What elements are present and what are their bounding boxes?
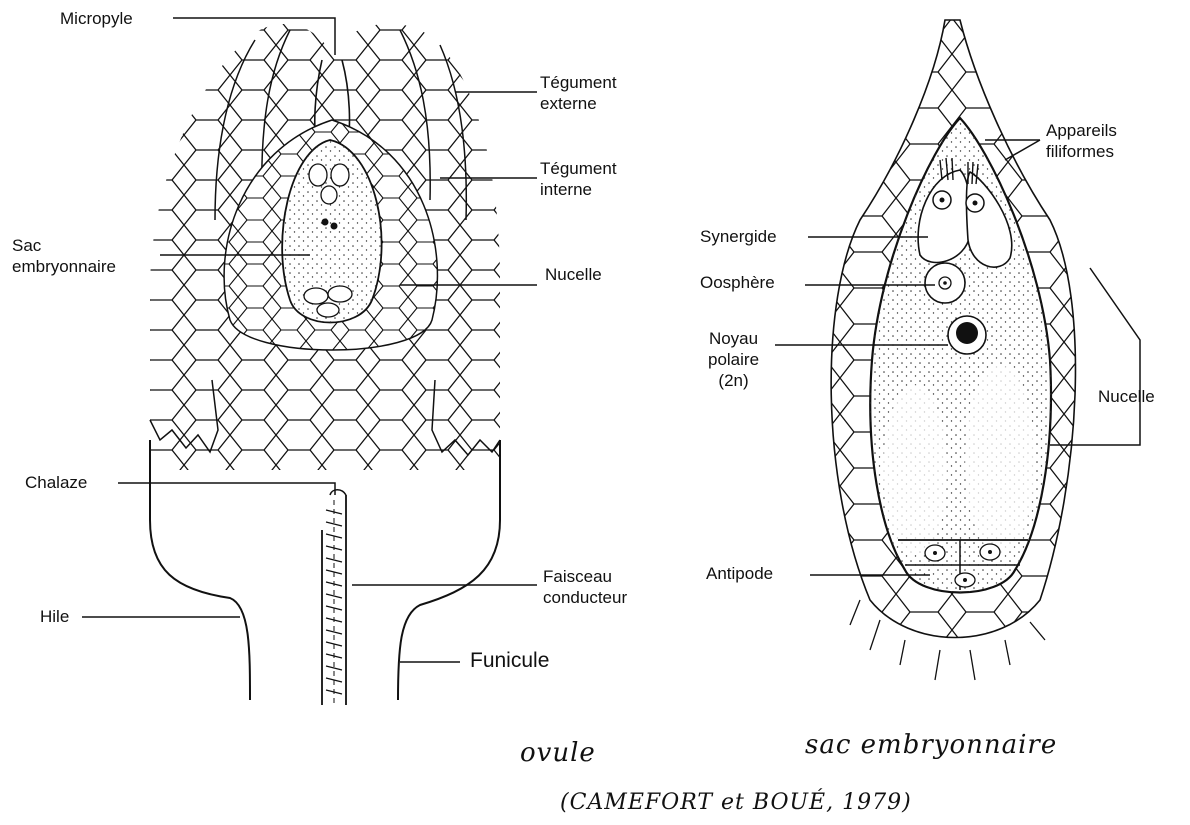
label-appareils-filiformes-line1: Appareils — [1046, 120, 1117, 141]
label-oosphere: Oosphère — [700, 272, 775, 293]
label-tegument-interne-line1: Tégument — [540, 158, 617, 179]
label-tegument-interne-line2: interne — [540, 179, 617, 200]
ovule-drawing — [82, 10, 537, 705]
label-funicule: Funicule — [470, 650, 549, 671]
caption-ovule: ovule — [520, 738, 596, 768]
noyau-polaire-cell — [948, 316, 986, 354]
label-synergide: Synergide — [700, 226, 777, 247]
oosphere-cell — [925, 263, 965, 303]
faisceau-conducteur-strand — [322, 490, 346, 705]
label-appareils-filiformes: Appareils filiformes — [1046, 120, 1117, 162]
caption-sac-embryonnaire: sac embryonnaire — [805, 730, 1057, 760]
sac-drawing — [775, 20, 1140, 680]
label-faisceau-conducteur: Faisceau conducteur — [543, 566, 627, 608]
label-sac-embryonnaire: Sac embryonnaire — [12, 235, 116, 277]
label-noyau-polaire-line1: Noyau — [708, 328, 759, 349]
label-tegument-externe: Tégument externe — [540, 72, 617, 114]
label-sac-embryonnaire-line1: Sac — [12, 235, 116, 256]
label-appareils-filiformes-line2: filiformes — [1046, 141, 1117, 162]
label-sac-embryonnaire-line2: embryonnaire — [12, 256, 116, 277]
label-nucelle-ovule: Nucelle — [545, 264, 602, 285]
label-tegument-externe-line1: Tégument — [540, 72, 617, 93]
label-noyau-polaire-line3: (2n) — [708, 370, 759, 391]
label-tegument-externe-line2: externe — [540, 93, 617, 114]
label-tegument-interne: Tégument interne — [540, 158, 617, 200]
label-antipode: Antipode — [706, 563, 773, 584]
label-noyau-polaire: Noyau polaire (2n) — [708, 328, 759, 391]
label-micropyle: Micropyle — [60, 8, 133, 29]
label-noyau-polaire-line2: polaire — [708, 349, 759, 370]
caption-source: (CAMEFORT et BOUÉ, 1979) — [560, 790, 912, 815]
label-hile: Hile — [40, 606, 69, 627]
funicule-outline — [150, 440, 500, 700]
label-chalaze: Chalaze — [25, 472, 87, 493]
label-faisceau-conducteur-line1: Faisceau — [543, 566, 627, 587]
label-faisceau-conducteur-line2: conducteur — [543, 587, 627, 608]
label-nucelle-sac: Nucelle — [1098, 386, 1155, 407]
